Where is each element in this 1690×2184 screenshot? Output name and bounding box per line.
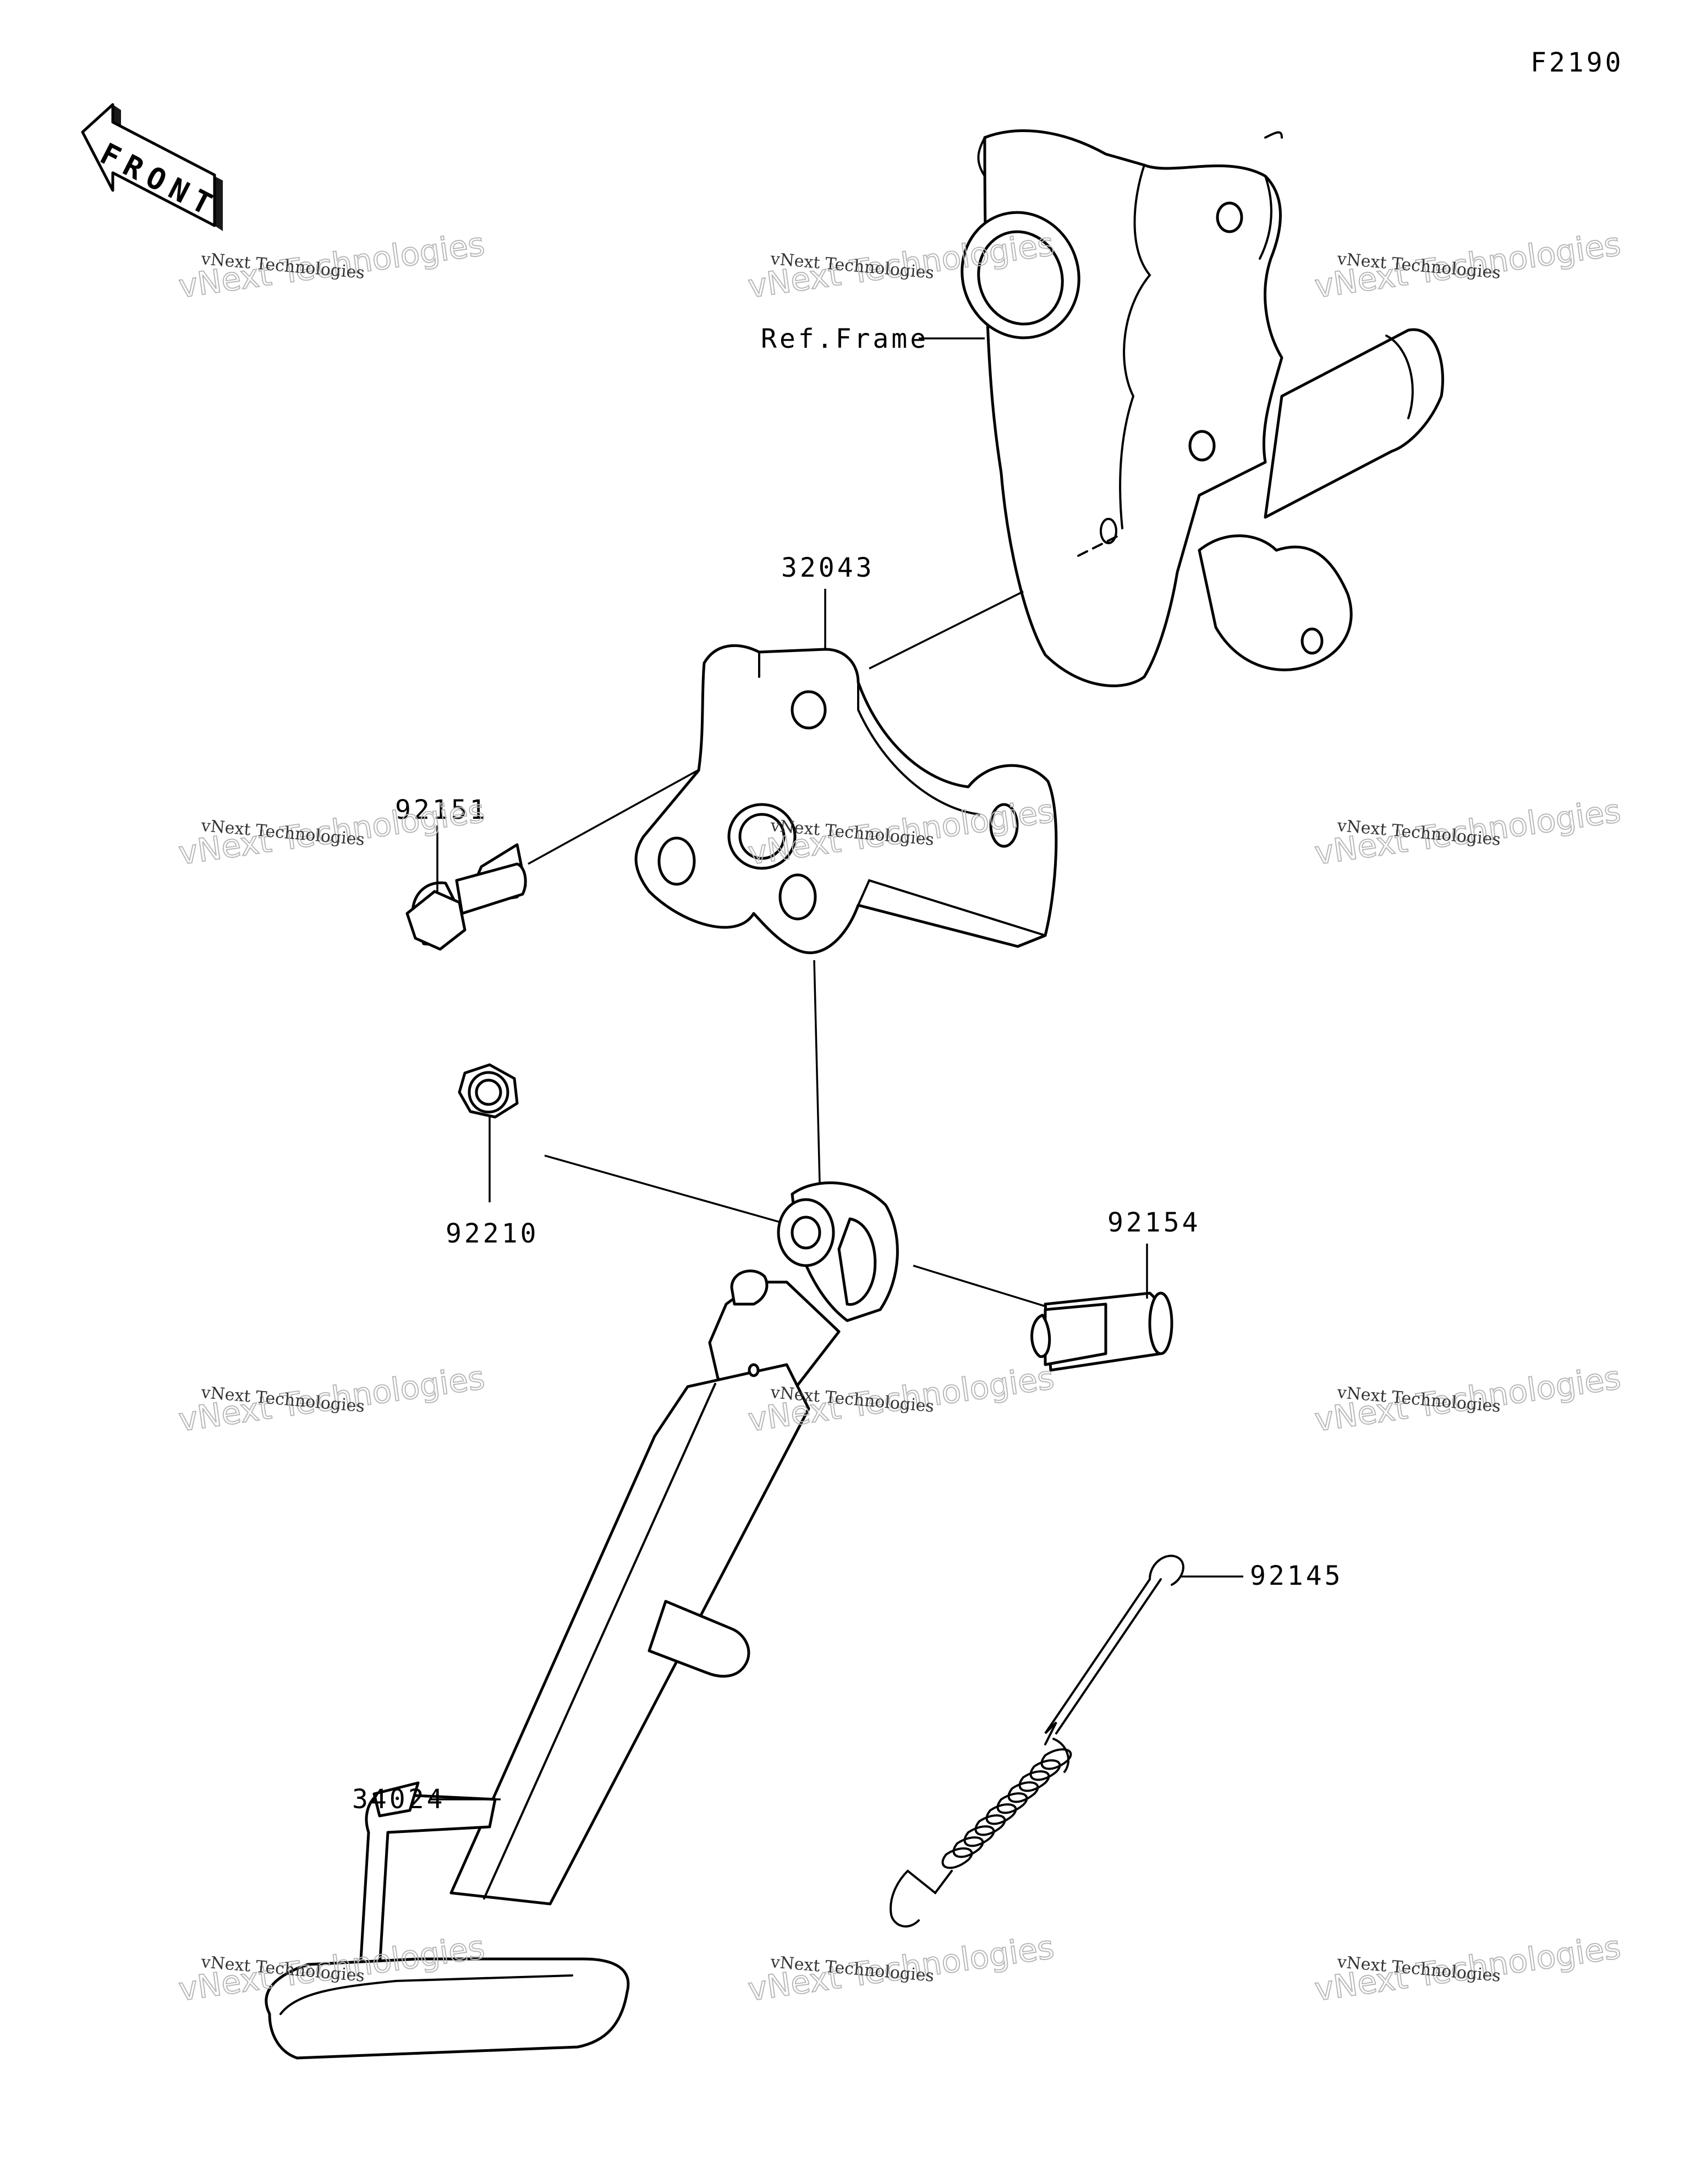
watermark: vNext Technologies vNext Technologies xyxy=(176,1358,487,1439)
label-92154: 92154 xyxy=(1107,1207,1201,1238)
label-34024: 34024 xyxy=(352,1784,446,1815)
figure-code: F2190 xyxy=(1530,47,1624,78)
bracket-32043 xyxy=(634,644,1058,954)
spring-92145 xyxy=(890,1554,1184,1928)
watermarks: vNext Technologies vNext Technologies vN… xyxy=(176,225,1623,2008)
label-92145: 92145 xyxy=(1250,1561,1343,1591)
label-92151: 92151 xyxy=(395,795,489,825)
side-stand-34024 xyxy=(265,1181,899,2060)
label-92210: 92210 xyxy=(446,1218,539,1249)
label-32043: 32043 xyxy=(781,552,875,583)
watermark: vNext Technologies vNext Technologies xyxy=(745,1928,1057,2008)
spring-coils xyxy=(941,1748,1072,1869)
nut-92210 xyxy=(458,1063,519,1119)
watermark: vNext Technologies vNext Technologies xyxy=(176,791,487,872)
watermark: vNext Technologies vNext Technologies xyxy=(1312,791,1623,872)
watermark: vNext Technologies vNext Technologies xyxy=(1312,1928,1623,2008)
ref-frame xyxy=(919,129,1444,687)
watermark: vNext Technologies vNext Technologies xyxy=(176,225,487,305)
ref-frame-label: Ref.Frame xyxy=(761,324,929,354)
watermark: vNext Technologies vNext Technologies xyxy=(1312,1358,1623,1439)
bolt-92154 xyxy=(1030,1291,1173,1372)
bolt-92151 xyxy=(405,843,527,951)
front-arrow-icon: FRONT xyxy=(81,103,224,231)
watermark: vNext Technologies vNext Technologies xyxy=(1312,225,1623,305)
